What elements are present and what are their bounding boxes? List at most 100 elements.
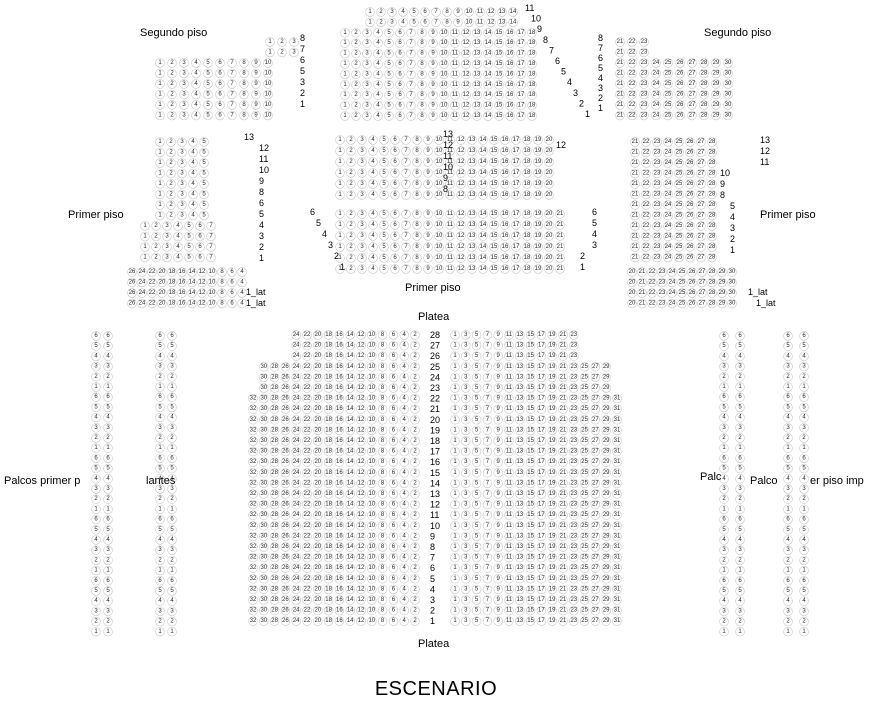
- seat[interactable]: 17: [511, 135, 521, 145]
- seat[interactable]: 12: [356, 499, 366, 510]
- seat[interactable]: 27: [590, 415, 601, 425]
- seat[interactable]: 26: [685, 200, 695, 210]
- seat[interactable]: 25: [674, 200, 684, 210]
- seat[interactable]: 27: [590, 595, 601, 605]
- seat[interactable]: 8: [412, 231, 422, 241]
- seat[interactable]: 13: [497, 17, 507, 28]
- seat[interactable]: 8: [377, 531, 388, 542]
- seat[interactable]: 30: [259, 510, 269, 520]
- seat[interactable]: 19: [547, 489, 557, 499]
- seat[interactable]: 7: [406, 28, 416, 38]
- seat[interactable]: 7: [206, 221, 216, 231]
- seat[interactable]: 4: [399, 552, 409, 563]
- seat[interactable]: 4: [399, 489, 409, 499]
- seat[interactable]: 1: [265, 37, 275, 47]
- seat[interactable]: 1: [340, 80, 350, 90]
- seat[interactable]: 23: [569, 574, 579, 584]
- seat[interactable]: 22: [647, 277, 657, 288]
- seat[interactable]: 14: [478, 220, 488, 230]
- seat[interactable]: 28: [707, 168, 717, 179]
- seat[interactable]: 5: [471, 393, 482, 404]
- seat[interactable]: 26: [280, 552, 291, 563]
- seat[interactable]: 1: [155, 89, 165, 100]
- seat[interactable]: 9: [423, 190, 433, 200]
- seat[interactable]: 6: [103, 392, 113, 402]
- seat[interactable]: 13: [515, 362, 525, 372]
- seat[interactable]: 29: [601, 595, 611, 605]
- seat[interactable]: 7: [482, 468, 493, 478]
- seat[interactable]: 5: [379, 220, 389, 230]
- seat[interactable]: 20: [313, 574, 323, 584]
- seat[interactable]: 4: [191, 68, 201, 79]
- seat[interactable]: 26: [675, 100, 685, 110]
- seat[interactable]: 7: [227, 79, 237, 89]
- seat[interactable]: 20: [313, 393, 323, 404]
- seat[interactable]: 14: [345, 563, 355, 573]
- seat[interactable]: 22: [302, 574, 312, 584]
- seat[interactable]: 11: [445, 231, 455, 241]
- seat[interactable]: 29: [711, 110, 721, 121]
- seat[interactable]: 5: [471, 542, 482, 552]
- seat[interactable]: 4: [368, 231, 378, 241]
- seat[interactable]: 27: [696, 168, 706, 179]
- seat[interactable]: 21: [558, 393, 568, 404]
- seat[interactable]: 14: [345, 404, 355, 414]
- seat[interactable]: 15: [525, 351, 536, 361]
- seat[interactable]: 18: [522, 253, 532, 263]
- seat[interactable]: 11: [504, 531, 514, 542]
- seat[interactable]: 15: [525, 404, 536, 414]
- seat[interactable]: 12: [456, 157, 466, 167]
- seat[interactable]: 8: [239, 100, 249, 110]
- seat[interactable]: 21: [630, 221, 640, 231]
- seat[interactable]: 8: [377, 383, 388, 393]
- seat[interactable]: 13: [515, 542, 525, 552]
- seat[interactable]: 8: [377, 393, 388, 404]
- seat[interactable]: 4: [167, 351, 177, 362]
- seat[interactable]: 22: [302, 489, 312, 499]
- seat[interactable]: 3: [91, 484, 101, 494]
- seat[interactable]: 3: [719, 545, 729, 555]
- seat[interactable]: 4: [373, 69, 383, 80]
- seat[interactable]: 2: [351, 69, 361, 80]
- seat[interactable]: 14: [478, 146, 488, 156]
- seat[interactable]: 20: [544, 146, 554, 156]
- seat[interactable]: 1: [450, 446, 460, 457]
- seat[interactable]: 3: [167, 484, 177, 494]
- seat[interactable]: 19: [547, 436, 557, 446]
- seat[interactable]: 12: [461, 59, 471, 69]
- seat[interactable]: 24: [291, 415, 301, 425]
- seat[interactable]: 5: [471, 478, 482, 489]
- seat[interactable]: 19: [533, 146, 543, 156]
- seat[interactable]: 12: [356, 436, 366, 446]
- seat[interactable]: 1: [450, 510, 460, 520]
- seat[interactable]: 9: [493, 574, 503, 584]
- seat[interactable]: 20: [157, 298, 167, 309]
- seat[interactable]: 6: [388, 362, 399, 372]
- seat[interactable]: 8: [377, 415, 388, 425]
- seat[interactable]: 2: [410, 499, 420, 510]
- seat[interactable]: 23: [652, 147, 662, 158]
- seat[interactable]: 12: [356, 340, 366, 351]
- seat[interactable]: 24: [663, 147, 673, 158]
- seat[interactable]: 2: [346, 157, 356, 167]
- seat[interactable]: 14: [345, 362, 355, 372]
- seat[interactable]: 22: [147, 277, 157, 288]
- seat[interactable]: 16: [334, 436, 345, 446]
- seat[interactable]: 4: [399, 605, 409, 616]
- seat[interactable]: 3: [461, 552, 471, 563]
- seat[interactable]: 24: [663, 221, 673, 231]
- seat[interactable]: 20: [544, 242, 554, 252]
- seat[interactable]: 28: [269, 393, 280, 404]
- seat[interactable]: 4: [103, 596, 113, 606]
- seat[interactable]: 25: [579, 404, 590, 414]
- seat[interactable]: 19: [547, 340, 557, 351]
- seat[interactable]: 20: [544, 135, 554, 145]
- seat[interactable]: 8: [417, 38, 427, 48]
- seat[interactable]: 6: [388, 415, 399, 425]
- seat[interactable]: 9: [493, 425, 503, 436]
- seat[interactable]: 31: [612, 415, 622, 425]
- seat[interactable]: 5: [103, 402, 113, 413]
- seat[interactable]: 5: [384, 69, 394, 80]
- seat[interactable]: 9: [251, 89, 261, 100]
- seat[interactable]: 15: [525, 595, 536, 605]
